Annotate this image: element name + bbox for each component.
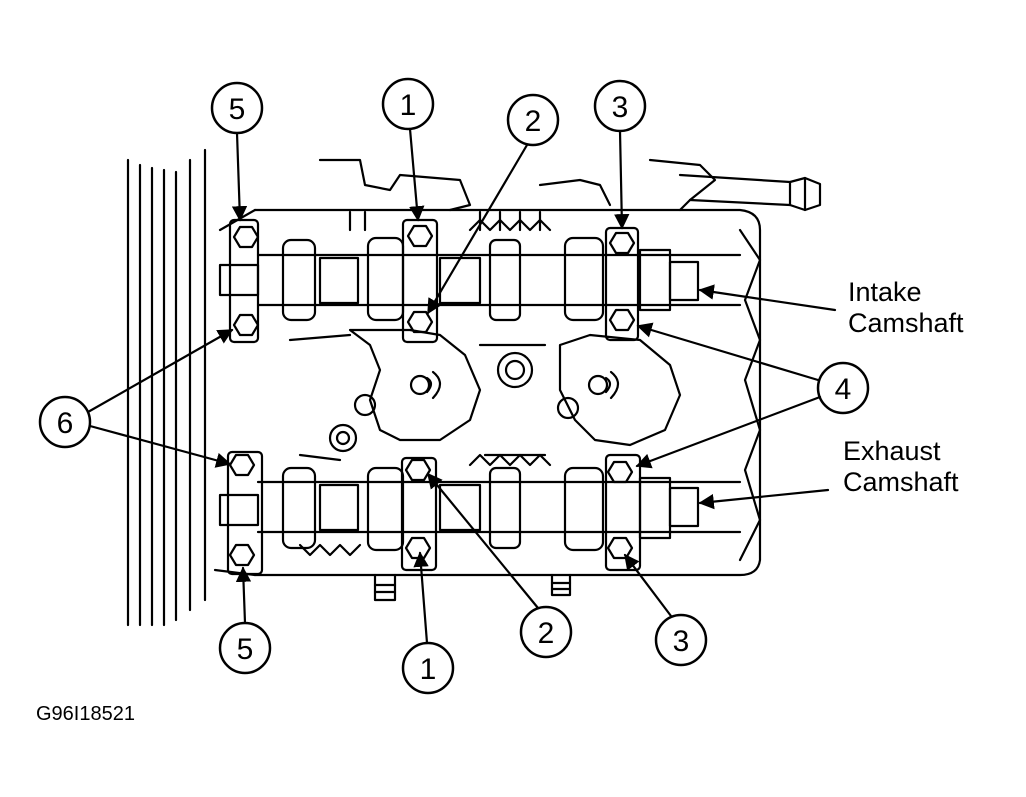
callout-4: 4 [835, 373, 852, 406]
intake-label-line2: Camshaft [848, 308, 964, 338]
callout-3-top: 3 [612, 91, 629, 124]
callout-1-bottom: 1 [420, 653, 437, 686]
callout-5-top: 5 [229, 93, 246, 126]
engine-side-lines [126, 148, 207, 627]
cap-bolts [228, 224, 636, 567]
figure-id: G96I18521 [36, 703, 135, 725]
leader-arrows [86, 127, 837, 645]
intake-camshaft-label: Intake Camshaft [848, 277, 964, 339]
callout-6: 6 [57, 407, 74, 440]
spark-plug-wells [288, 328, 682, 462]
exhaust-label-line2: Camshaft [843, 467, 959, 497]
exhaust-label-line1: Exhaust [843, 436, 941, 466]
callout-2-bottom: 2 [538, 617, 555, 650]
callout-1-top: 1 [400, 89, 417, 122]
exhaust-camshaft [218, 453, 742, 557]
exhaust-camshaft-label: Exhaust Camshaft [843, 436, 959, 498]
callout-5-bottom: 5 [237, 633, 254, 666]
intake-label-line1: Intake [848, 277, 922, 307]
cylinder-head-outline [213, 158, 822, 602]
callout-3-bottom: 3 [673, 625, 690, 658]
intake-camshaft [218, 210, 742, 322]
callout-2-top: 2 [525, 105, 542, 138]
